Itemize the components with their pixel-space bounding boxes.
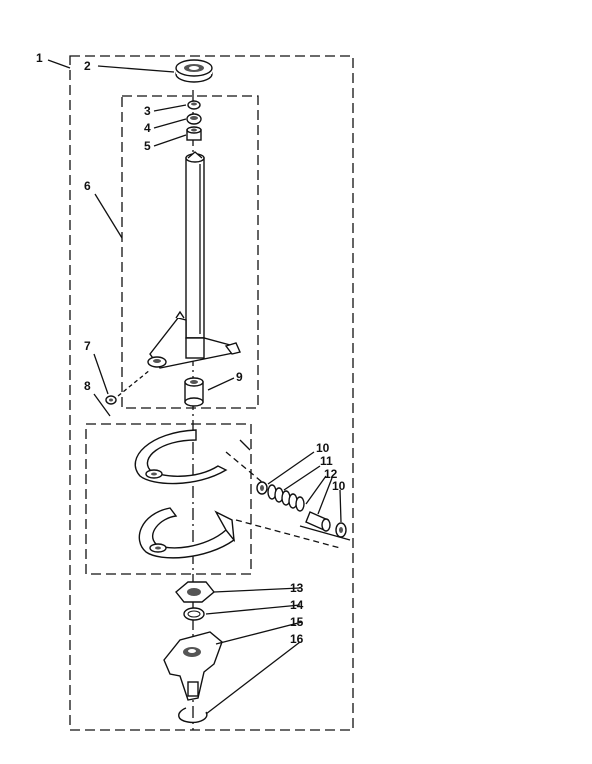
washer-icon: [335, 522, 347, 538]
callout-3: 3: [144, 104, 151, 118]
washer-icon: [183, 607, 205, 621]
clutch-assembly-outline: [85, 423, 252, 575]
callout-2: 2: [84, 59, 91, 73]
spring-icon: [267, 484, 305, 512]
seal-icon: [186, 113, 202, 125]
callout-11: 11: [320, 454, 333, 468]
callout-10-top: 10: [316, 441, 330, 455]
callout-7: 7: [84, 339, 91, 353]
bushing-icon: [186, 126, 202, 141]
bearing-icon: [175, 59, 213, 83]
callout-1: 1: [36, 51, 43, 65]
clutch-bands-icon: [134, 429, 236, 559]
bushing-icon: [184, 377, 204, 407]
shaft-icon: [147, 151, 241, 369]
washer-icon: [187, 100, 201, 110]
callout-16: 16: [290, 632, 304, 646]
washer-icon: [256, 481, 268, 495]
shaft-assembly-outline: [121, 95, 259, 409]
callout-8: 8: [84, 379, 91, 393]
snap-ring-icon: [178, 707, 208, 724]
leader-lines: [47, 59, 342, 715]
callout-5: 5: [144, 139, 151, 153]
callout-10-bottom: 10: [332, 479, 346, 493]
retainer-icon: [175, 581, 215, 603]
callout-4: 4: [144, 121, 151, 135]
callout-13: 13: [290, 581, 304, 595]
callout-15: 15: [290, 615, 304, 629]
callout-14: 14: [290, 598, 304, 612]
nut-icon: [105, 395, 117, 405]
pin-icon: [305, 511, 331, 532]
assembly-outline: [69, 55, 354, 731]
callout-12: 12: [324, 467, 338, 481]
callout-6: 6: [84, 179, 91, 193]
callout-9: 9: [236, 370, 243, 384]
drive-block-icon: [163, 631, 223, 701]
